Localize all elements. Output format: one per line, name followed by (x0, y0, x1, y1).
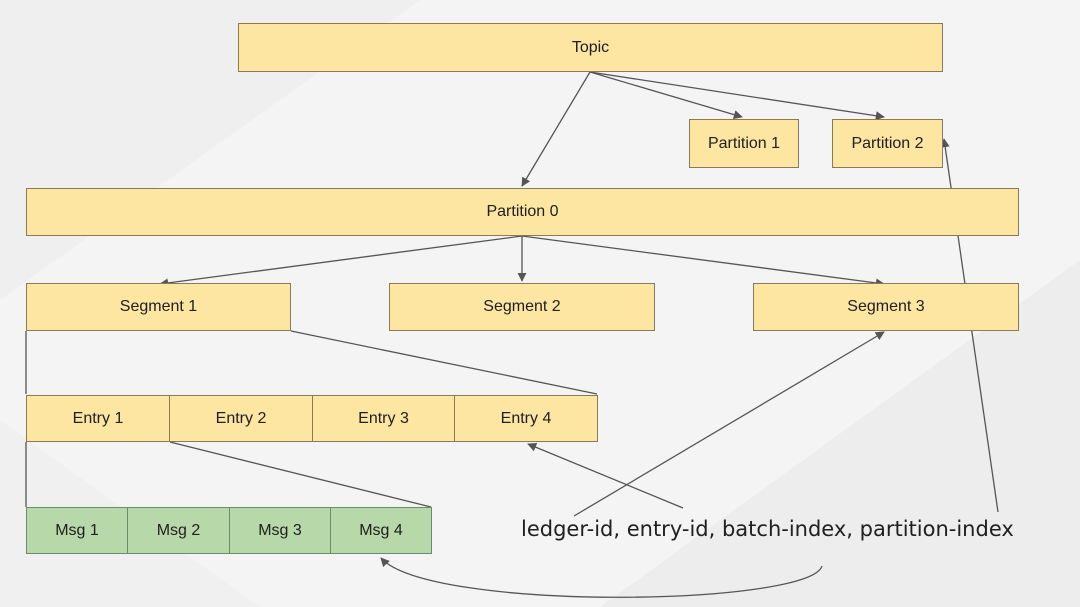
segment-3-label: Segment 3 (847, 298, 925, 315)
arrow-partition0-segment3 (521, 235, 885, 288)
expand-segment1-right (290, 330, 598, 395)
entry-1-label: Entry 1 (72, 409, 124, 427)
arrow-caption-msg4 (380, 557, 823, 598)
segment-3-node: Segment 3 (753, 283, 1019, 331)
topic-label: Topic (571, 38, 610, 56)
msg-3-node: Msg 3 (229, 507, 331, 554)
partition-2-node: Partition 2 (832, 119, 943, 168)
msg-2-label: Msg 2 (156, 521, 201, 539)
partition-0-node: Partition 0 (26, 188, 1019, 236)
msg-1-node: Msg 1 (26, 507, 128, 554)
arrow-caption-segment3 (573, 331, 885, 517)
partition-1-label: Partition 1 (707, 134, 781, 152)
msg-4-node: Msg 4 (330, 507, 432, 554)
arrow-partition0-segment1 (159, 235, 523, 288)
expand-entry1-right (169, 441, 432, 508)
segment-2-label: Segment 2 (483, 298, 561, 315)
arrow-topic-partition2 (589, 71, 885, 121)
topic-node: Topic (238, 23, 943, 72)
message-id-caption: ledger-id, entry-id, batch-index, partit… (521, 517, 1014, 541)
msg-4-label: Msg 4 (359, 521, 403, 539)
entry-2-label: Entry 2 (215, 409, 267, 427)
entry-4-node: Entry 4 (454, 395, 598, 442)
segment-2-node: Segment 2 (389, 283, 655, 331)
entry-1-node: Entry 1 (26, 395, 170, 442)
partition-0-label: Partition 0 (486, 203, 559, 220)
entry-3-node: Entry 3 (312, 395, 455, 442)
entry-2-node: Entry 2 (169, 395, 313, 442)
msg-3-label: Msg 3 (258, 521, 302, 539)
msg-2-node: Msg 2 (127, 507, 230, 554)
arrow-topic-partition1 (589, 71, 743, 120)
entry-3-label: Entry 3 (358, 409, 409, 427)
arrow-topic-partition0 (521, 71, 591, 187)
msg-1-label: Msg 1 (55, 521, 99, 539)
segment-1-node: Segment 1 (26, 283, 291, 331)
partition-2-label: Partition 2 (851, 134, 924, 152)
entry-4-label: Entry 4 (500, 409, 552, 427)
segment-1-label: Segment 1 (119, 298, 198, 315)
arrow-caption-entry4 (527, 442, 684, 509)
partition-1-node: Partition 1 (689, 119, 799, 168)
